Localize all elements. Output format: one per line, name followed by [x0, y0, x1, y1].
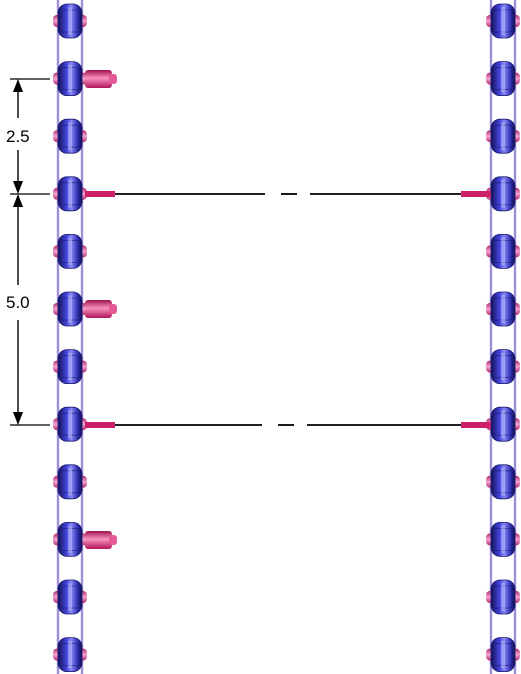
- roller-chain-icon: [53, 176, 87, 212]
- roller-chain-icon: [53, 349, 87, 385]
- roller-chain-icon: [53, 61, 87, 96]
- roller-chain-icon: [53, 233, 87, 269]
- dimension-lines: 2.5 5.0: [6, 78, 50, 426]
- extended-pin-attachment-icon: [85, 300, 117, 318]
- dimension-arrow-icon: [13, 412, 23, 425]
- roller-chain-icon: [486, 349, 520, 385]
- roller-chain-icon: [486, 291, 520, 327]
- roller-chain-icon: [53, 3, 87, 39]
- roller-chain-icon: [53, 464, 87, 500]
- extended-pin-attachment-icon: [85, 70, 117, 88]
- attachments: [85, 70, 117, 549]
- roller-chain-icon: [486, 61, 520, 96]
- dimension-arrow-icon: [13, 181, 23, 194]
- roller-chain-icon: [486, 233, 520, 269]
- right-chain: [486, 0, 520, 674]
- crossbar-wire-icon: [85, 422, 491, 428]
- roller-chain-icon: [486, 579, 520, 615]
- roller-chain-icon: [486, 522, 520, 557]
- roller-chain-icon: [53, 406, 87, 442]
- dimension-arrow-icon: [13, 79, 23, 92]
- roller-chain-icon: [53, 579, 87, 615]
- dimension-label-upper: 2.5: [6, 127, 30, 146]
- roller-chain-icon: [53, 291, 87, 327]
- crossbar-wire-icon: [85, 191, 491, 197]
- dimension-label-lower: 5.0: [6, 293, 30, 312]
- crossbars: [85, 191, 491, 428]
- roller-chain-icon: [53, 522, 87, 557]
- roller-chain-icon: [53, 118, 87, 154]
- extended-pin-attachment-icon: [85, 531, 117, 549]
- dimension-arrow-icon: [13, 194, 23, 207]
- roller-chain-icon: [53, 637, 87, 672]
- roller-chain-icon: [486, 464, 520, 500]
- roller-chain-icon: [486, 3, 520, 39]
- left-chain: [53, 0, 87, 674]
- roller-chain-icon: [486, 637, 520, 672]
- roller-chain-icon: [486, 118, 520, 154]
